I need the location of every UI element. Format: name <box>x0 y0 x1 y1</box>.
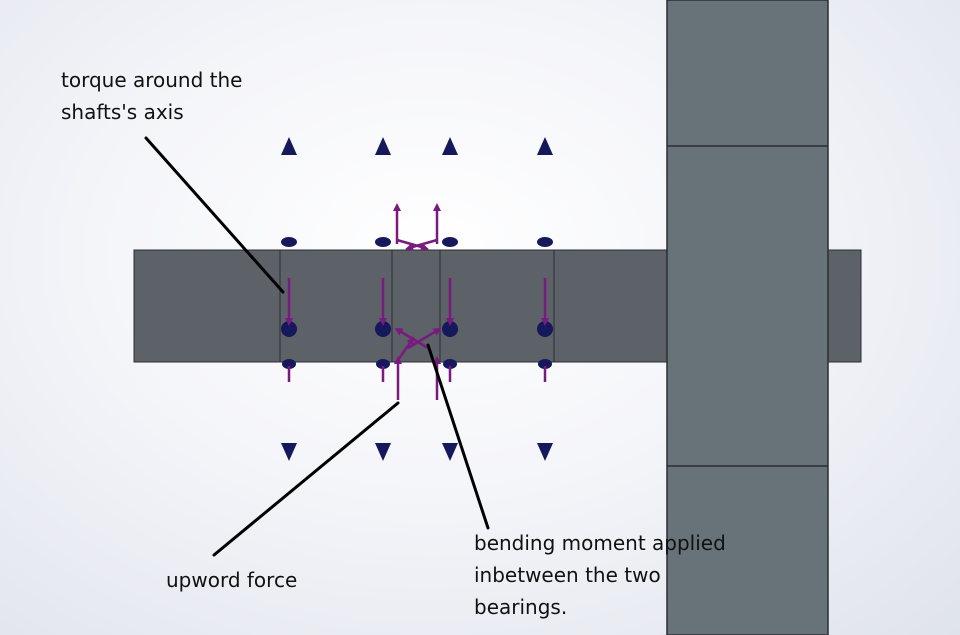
fixture-marker <box>538 359 552 369</box>
fixture-marker <box>442 321 458 337</box>
load-arrow-diagonal <box>405 238 438 251</box>
fixture-cone-down <box>281 443 297 461</box>
shaft-end <box>825 249 862 363</box>
bending-moment-leader-line <box>426 343 490 530</box>
fixture-cone-up <box>442 137 458 155</box>
fixture-cone-down <box>442 443 458 461</box>
fixture-marker <box>281 321 297 337</box>
fixture-cone-down <box>375 443 391 461</box>
fixture-marker <box>375 321 391 337</box>
torque-annotation: torque around the shafts's axis <box>61 68 243 124</box>
housing <box>666 0 829 635</box>
fixture-cone-up <box>281 137 297 155</box>
fixture-marker <box>282 359 296 369</box>
fixture-marker <box>537 321 553 337</box>
fixture-marker <box>375 237 391 247</box>
fixture-cone-up <box>537 137 553 155</box>
fixture-markers <box>281 137 553 461</box>
shaft <box>133 249 669 363</box>
upward-force-annotation: upword force <box>166 568 298 592</box>
fixture-marker <box>443 359 457 369</box>
fixture-marker <box>537 237 553 247</box>
bearing-faces <box>279 250 555 362</box>
fixture-cone-up <box>375 137 391 155</box>
leader-lines <box>144 136 490 557</box>
bending-moment-annotation: bending moment applied inbetween the two… <box>474 531 726 619</box>
fixture-marker <box>281 237 297 247</box>
upward-force-leader-line <box>212 401 400 557</box>
fixture-marker <box>442 237 458 247</box>
fixture-cone-down <box>537 443 553 461</box>
load-arrows <box>285 203 549 400</box>
load-arrow-moment <box>396 336 415 361</box>
torque-leader-line <box>144 136 285 294</box>
fixture-marker <box>376 359 390 369</box>
